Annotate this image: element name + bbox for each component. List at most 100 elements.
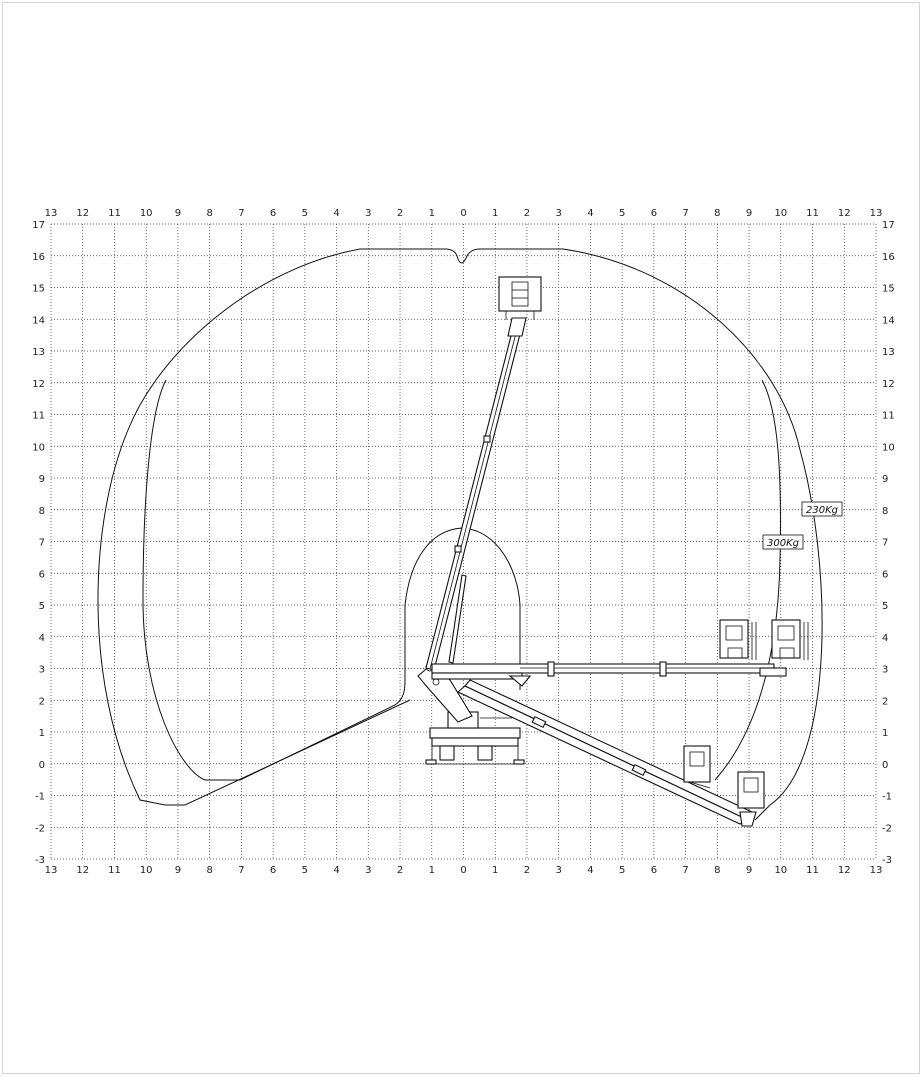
y-tick-label-left: 1 <box>39 728 45 739</box>
y-tick-label-right: 13 <box>882 347 895 358</box>
y-tick-label-left: 13 <box>32 347 45 358</box>
x-tick-label-bottom: 6 <box>651 865 657 876</box>
boom-vertical <box>425 317 527 671</box>
y-tick-label-right: 1 <box>882 728 888 739</box>
y-tick-label-left: 15 <box>32 284 45 295</box>
y-tick-label-right: 3 <box>882 665 888 676</box>
x-tick-label-top: 5 <box>302 208 308 219</box>
y-tick-label-left: 5 <box>39 601 45 612</box>
y-tick-label-right: 14 <box>882 315 895 326</box>
x-tick-label-bottom: 4 <box>587 865 593 876</box>
x-tick-label-bottom: 11 <box>806 865 819 876</box>
x-tick-label-top: 1 <box>492 208 498 219</box>
chassis <box>425 711 525 765</box>
y-tick-label-left: 12 <box>32 379 45 390</box>
capacity-labels: 230Kg 300Kg <box>762 501 843 550</box>
y-tick-label-right: 4 <box>882 633 888 644</box>
label-300kg: 300Kg <box>767 538 799 549</box>
x-tick-label-bottom: 11 <box>108 865 121 876</box>
x-tick-label-top: 9 <box>746 208 752 219</box>
y-tick-label-right: 9 <box>882 474 888 485</box>
grid <box>50 223 877 860</box>
x-tick-label-bottom: 3 <box>365 865 371 876</box>
x-tick-label-top: 4 <box>587 208 593 219</box>
x-tick-label-top: 5 <box>619 208 625 219</box>
x-tick-label-top: 3 <box>365 208 371 219</box>
y-tick-label-right: 8 <box>882 506 888 517</box>
boom-horizontal <box>431 661 787 687</box>
x-tick-label-bottom: 9 <box>746 865 752 876</box>
x-tick-label-top: 11 <box>108 208 121 219</box>
boom-down <box>456 679 757 827</box>
label-300kg-box <box>762 534 804 550</box>
basket-top <box>498 276 542 320</box>
y-tick-label-right: 7 <box>882 538 888 549</box>
y-tick-label-left: 4 <box>39 633 45 644</box>
x-tick-label-top: 6 <box>270 208 276 219</box>
x-tick-label-top: 2 <box>397 208 403 219</box>
y-tick-label-right: -3 <box>882 855 892 866</box>
y-tick-label-right: -2 <box>882 823 892 834</box>
x-tick-label-bottom: 0 <box>460 865 466 876</box>
y-tick-label-left: 0 <box>39 760 45 771</box>
x-tick-label-bottom: 3 <box>556 865 562 876</box>
basket-down-near <box>683 745 711 789</box>
y-tick-label-left: -2 <box>35 823 45 834</box>
x-tick-label-top: 7 <box>682 208 688 219</box>
x-tick-label-bottom: 12 <box>76 865 89 876</box>
y-tick-label-left: 16 <box>32 252 45 263</box>
y-tick-label-left: 7 <box>39 538 45 549</box>
y-tick-label-right: 0 <box>882 760 888 771</box>
x-tick-label-bottom: 5 <box>302 865 308 876</box>
x-tick-label-bottom: 2 <box>397 865 403 876</box>
x-tick-label-bottom: 7 <box>238 865 244 876</box>
x-tick-label-bottom: 1 <box>429 865 435 876</box>
x-tick-label-top: 10 <box>140 208 153 219</box>
y-tick-label-right: 16 <box>882 252 895 263</box>
x-tick-label-bottom: 6 <box>270 865 276 876</box>
x-tick-label-bottom: 4 <box>333 865 339 876</box>
label-230kg-box <box>801 501 843 517</box>
x-tick-label-top: 13 <box>870 208 883 219</box>
y-tick-label-left: 9 <box>39 474 45 485</box>
y-tick-label-left: 10 <box>32 442 45 453</box>
x-tick-label-top: 11 <box>806 208 819 219</box>
axis-ticks: 1313121211111010998877665544332211001122… <box>32 208 894 876</box>
x-tick-label-bottom: 12 <box>838 865 851 876</box>
x-tick-label-top: 6 <box>651 208 657 219</box>
basket-horizontal-near <box>719 619 757 660</box>
y-tick-label-left: 3 <box>39 665 45 676</box>
x-tick-label-bottom: 7 <box>682 865 688 876</box>
y-tick-label-left: 8 <box>39 506 45 517</box>
y-tick-label-right: -1 <box>882 792 892 803</box>
x-tick-label-top: 12 <box>76 208 89 219</box>
basket-horizontal-far <box>771 619 809 660</box>
x-tick-label-bottom: 1 <box>492 865 498 876</box>
label-230kg: 230Kg <box>806 505 838 516</box>
y-tick-label-right: 11 <box>882 411 895 422</box>
x-tick-label-bottom: 5 <box>619 865 625 876</box>
y-tick-label-right: 12 <box>882 379 895 390</box>
x-tick-label-top: 7 <box>238 208 244 219</box>
y-tick-label-right: 17 <box>882 220 895 231</box>
y-tick-label-right: 5 <box>882 601 888 612</box>
basket-down-far <box>737 771 765 809</box>
x-tick-label-bottom: 2 <box>524 865 530 876</box>
x-tick-label-top: 13 <box>45 208 58 219</box>
y-tick-label-right: 15 <box>882 284 895 295</box>
y-tick-label-right: 6 <box>882 569 888 580</box>
x-tick-label-bottom: 10 <box>140 865 153 876</box>
x-tick-label-bottom: 8 <box>206 865 212 876</box>
x-tick-label-top: 12 <box>838 208 851 219</box>
x-tick-label-top: 8 <box>714 208 720 219</box>
x-tick-label-top: 3 <box>556 208 562 219</box>
x-tick-label-bottom: 9 <box>175 865 181 876</box>
x-tick-label-top: 0 <box>460 208 466 219</box>
y-tick-label-left: 6 <box>39 569 45 580</box>
x-tick-label-top: 10 <box>774 208 787 219</box>
x-tick-label-top: 4 <box>333 208 339 219</box>
x-tick-label-top: 2 <box>524 208 530 219</box>
x-tick-label-top: 1 <box>429 208 435 219</box>
x-tick-label-bottom: 10 <box>774 865 787 876</box>
